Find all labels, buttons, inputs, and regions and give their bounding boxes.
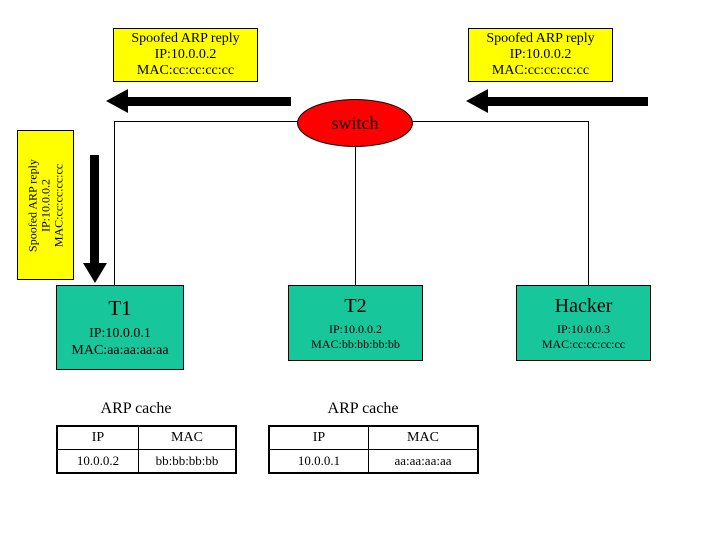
t1-mac: MAC:aa:aa:aa:aa (71, 343, 169, 358)
arp-cache-t2-title: ARP cache (327, 400, 399, 417)
note-line-ip: IP:10.0.0.2 (37, 178, 52, 232)
arrow-head-down-icon (83, 263, 107, 283)
link-switch-to-t1-vertical (114, 121, 115, 286)
note-line-mac: MAC:cc:cc:cc:cc (491, 62, 590, 78)
link-switch-to-t2-vertical (355, 145, 356, 286)
link-switch-to-hacker-horizontal (411, 121, 589, 122)
cell-ip: 10.0.0.2 (56, 449, 139, 474)
hacker-ip: IP:10.0.0.3 (556, 321, 610, 336)
arp-cache-t2-group: ARP cache IP MAC 10.0.0.1 aa:aa:aa:aa (268, 400, 479, 474)
t1-ip: IP:10.0.0.1 (89, 325, 151, 341)
arp-cache-t2-table: IP MAC 10.0.0.1 aa:aa:aa:aa (268, 425, 479, 474)
link-switch-to-hacker-vertical (588, 121, 589, 286)
table-row: 10.0.0.2 bb:bb:bb:bb (56, 449, 237, 474)
t2-title: T2 (344, 294, 367, 317)
note-line-ip: IP:10.0.0.2 (509, 47, 572, 63)
column-header-ip: IP (56, 425, 139, 450)
table-header-row: IP MAC (268, 425, 479, 450)
cell-ip: 10.0.0.1 (268, 449, 369, 474)
link-switch-to-t1-horizontal (114, 121, 299, 122)
node-t1[interactable]: T1 IP:10.0.0.1 MAC:aa:aa:aa:aa (56, 285, 184, 370)
cell-mac: bb:bb:bb:bb (138, 449, 237, 474)
column-header-ip: IP (268, 425, 369, 450)
arp-cache-t1-title: ARP cache (100, 400, 172, 417)
t1-title: T1 (108, 295, 132, 320)
switch-label: switch (331, 112, 379, 133)
arrow-shaft (488, 97, 648, 106)
column-header-mac: MAC (138, 425, 237, 450)
hacker-mac: MAC:cc:cc:cc:cc (541, 336, 626, 351)
node-hacker[interactable]: Hacker IP:10.0.0.3 MAC:cc:cc:cc:cc (516, 285, 651, 361)
spoofed-arp-reply-note-left: Spoofed ARP reply IP:10.0.0.2 MAC:cc:cc:… (17, 130, 74, 280)
t2-mac: MAC:bb:bb:bb:bb (311, 336, 400, 351)
arrow-head-left-icon (466, 89, 488, 113)
cell-mac: aa:aa:aa:aa (368, 449, 479, 474)
column-header-mac: MAC (368, 425, 479, 450)
arrow-shaft (90, 155, 99, 265)
spoofed-arp-reply-note-top-left: Spoofed ARP reply IP:10.0.0.2 MAC:cc:cc:… (113, 28, 258, 82)
arrow-shaft (128, 97, 291, 106)
note-line-mac: MAC:cc:cc:cc:cc (136, 62, 235, 78)
node-switch[interactable]: switch (297, 99, 413, 147)
note-line-ip: IP:10.0.0.2 (154, 47, 217, 63)
spoof-arrow-left-down (83, 155, 107, 285)
table-row: 10.0.0.1 aa:aa:aa:aa (268, 449, 479, 474)
note-line-mac: MAC:cc:cc:cc:cc (51, 163, 66, 247)
hacker-title: Hacker (554, 294, 613, 317)
t2-ip: IP:10.0.0.2 (328, 321, 382, 336)
arp-cache-t1-group: ARP cache IP MAC 10.0.0.2 bb:bb:bb:bb (56, 400, 237, 474)
arrow-head-left-icon (106, 89, 128, 113)
arp-cache-t1-table: IP MAC 10.0.0.2 bb:bb:bb:bb (56, 425, 237, 474)
note-line-title: Spoofed ARP reply (131, 31, 240, 47)
note-line-title: Spoofed ARP reply (24, 158, 39, 252)
node-t2[interactable]: T2 IP:10.0.0.2 MAC:bb:bb:bb:bb (288, 285, 423, 361)
note-line-title: Spoofed ARP reply (486, 31, 595, 47)
table-header-row: IP MAC (56, 425, 237, 450)
spoofed-arp-reply-note-top-right: Spoofed ARP reply IP:10.0.0.2 MAC:cc:cc:… (468, 28, 613, 82)
